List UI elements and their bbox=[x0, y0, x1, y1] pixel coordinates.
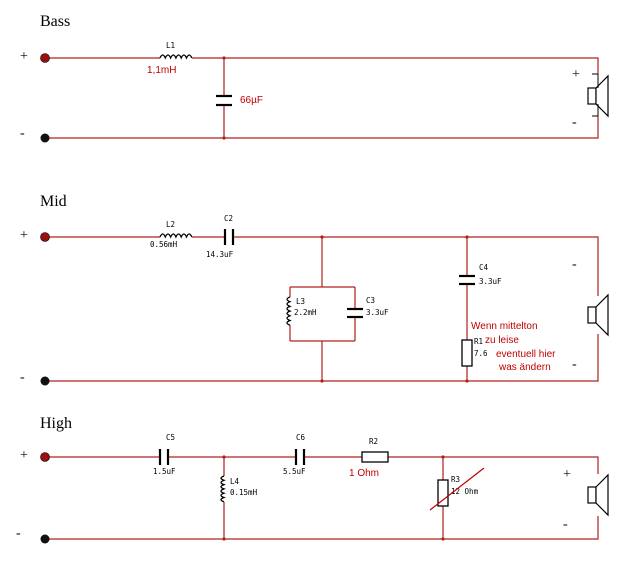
mid-inductor-l3 bbox=[286, 296, 292, 326]
mid-note-line-2: zu leise bbox=[485, 335, 519, 346]
mid-l3-value: 2.2mH bbox=[294, 308, 317, 317]
mid-input-terminal-minus bbox=[40, 376, 50, 386]
mid-inductor-l2 bbox=[159, 233, 193, 239]
mid-c3-name: C3 bbox=[366, 296, 375, 305]
mid-input-plus-label: + bbox=[20, 228, 28, 243]
mid-top-wire bbox=[45, 236, 599, 296]
mid-input-terminal-plus bbox=[40, 232, 50, 242]
high-r3-name: R3 bbox=[451, 475, 460, 484]
high-section: High + - C5 1.5uF L4 0.15mH C6 5.5uF R2 … bbox=[16, 415, 609, 544]
bass-junction-bottom bbox=[222, 136, 226, 140]
mid-l2-name: L2 bbox=[166, 220, 175, 229]
high-junction-4 bbox=[441, 537, 445, 541]
high-r3-strike-mark bbox=[429, 467, 485, 511]
bass-l1-value: 1,1mH bbox=[147, 65, 176, 76]
mid-speaker-icon bbox=[587, 293, 609, 337]
mid-l3-name: L3 bbox=[296, 297, 305, 306]
mid-c2-name: C2 bbox=[224, 214, 233, 223]
bass-input-plus-label: + bbox=[20, 49, 28, 64]
mid-junction-3 bbox=[320, 379, 324, 383]
bass-bottom-wire bbox=[45, 116, 599, 139]
bass-speaker-plus-label: + bbox=[572, 67, 580, 82]
mid-title: Mid bbox=[40, 193, 67, 210]
mid-junction-2 bbox=[465, 235, 469, 239]
bass-inductor-l1 bbox=[159, 54, 193, 60]
bass-junction-top bbox=[222, 56, 226, 60]
high-input-plus-label: + bbox=[20, 448, 28, 463]
bass-input-terminal-minus bbox=[40, 133, 50, 143]
high-speaker-minus-label: - bbox=[563, 517, 568, 532]
mid-input-minus-label: - bbox=[20, 370, 25, 385]
high-r2-name: R2 bbox=[369, 437, 378, 446]
high-bottom-wire bbox=[45, 516, 599, 540]
mid-r1-name: R1 bbox=[474, 337, 483, 346]
high-input-minus-label: - bbox=[16, 526, 21, 541]
mid-note-line-1: Wenn mittelton bbox=[471, 321, 538, 332]
mid-parallel-block-wire bbox=[289, 286, 356, 381]
mid-speaker-minus-top-label: - bbox=[572, 257, 577, 272]
mid-c4-name: C4 bbox=[479, 263, 489, 272]
high-c6-name: C6 bbox=[296, 433, 306, 442]
high-r2-value: 1 Ohm bbox=[349, 468, 379, 479]
mid-junction-1 bbox=[320, 235, 324, 239]
mid-resistor-r1 bbox=[461, 339, 473, 367]
high-speaker-icon bbox=[587, 473, 609, 517]
high-l4-name: L4 bbox=[230, 477, 240, 486]
mid-section: Mid + - L2 0.56mH C2 14.3uF L3 2.2mH C3 … bbox=[20, 193, 609, 386]
mid-junction-4 bbox=[465, 379, 469, 383]
high-speaker-plus-label: + bbox=[563, 467, 571, 482]
mid-speaker-minus-bottom-label: - bbox=[572, 357, 577, 372]
bass-speaker-minus-label: - bbox=[572, 115, 577, 130]
mid-note-line-4: was ändern bbox=[498, 362, 551, 373]
high-junction-1 bbox=[222, 455, 226, 459]
bass-speaker-icon bbox=[587, 73, 609, 118]
bass-capacitor-value: 66µF bbox=[240, 95, 263, 106]
mid-l2-value: 0.56mH bbox=[150, 240, 178, 249]
mid-bottom-wire bbox=[45, 334, 599, 382]
bass-input-minus-label: - bbox=[20, 126, 25, 141]
bass-top-wire bbox=[45, 57, 599, 74]
high-c5-name: C5 bbox=[166, 433, 175, 442]
high-inductor-l4 bbox=[220, 475, 226, 503]
bass-title: Bass bbox=[40, 13, 70, 30]
high-c5-value: 1.5uF bbox=[153, 467, 176, 476]
high-resistor-r3 bbox=[437, 479, 449, 507]
high-input-terminal-minus bbox=[40, 534, 50, 544]
bass-l1-name: L1 bbox=[166, 41, 175, 50]
high-top-wire bbox=[45, 456, 599, 474]
mid-c4-value: 3.3uF bbox=[479, 277, 502, 286]
high-c6-value: 5.5uF bbox=[283, 467, 306, 476]
mid-c2-value: 14.3uF bbox=[206, 250, 234, 259]
high-l4-value: 0.15mH bbox=[230, 488, 258, 497]
high-junction-2 bbox=[441, 455, 445, 459]
high-junction-3 bbox=[222, 537, 226, 541]
high-resistor-r2 bbox=[361, 451, 389, 463]
mid-c3-value: 3.3uF bbox=[366, 308, 389, 317]
mid-r1-value: 7.6 bbox=[474, 349, 488, 358]
mid-note-line-3: eventuell hier bbox=[496, 349, 556, 360]
high-input-terminal-plus bbox=[40, 452, 50, 462]
bass-section: Bass + - L1 1,1mH 66µF + - bbox=[20, 13, 609, 143]
bass-input-terminal-plus bbox=[40, 53, 50, 63]
high-title: High bbox=[40, 415, 72, 432]
high-r3-value: 12 Ohm bbox=[451, 487, 479, 496]
